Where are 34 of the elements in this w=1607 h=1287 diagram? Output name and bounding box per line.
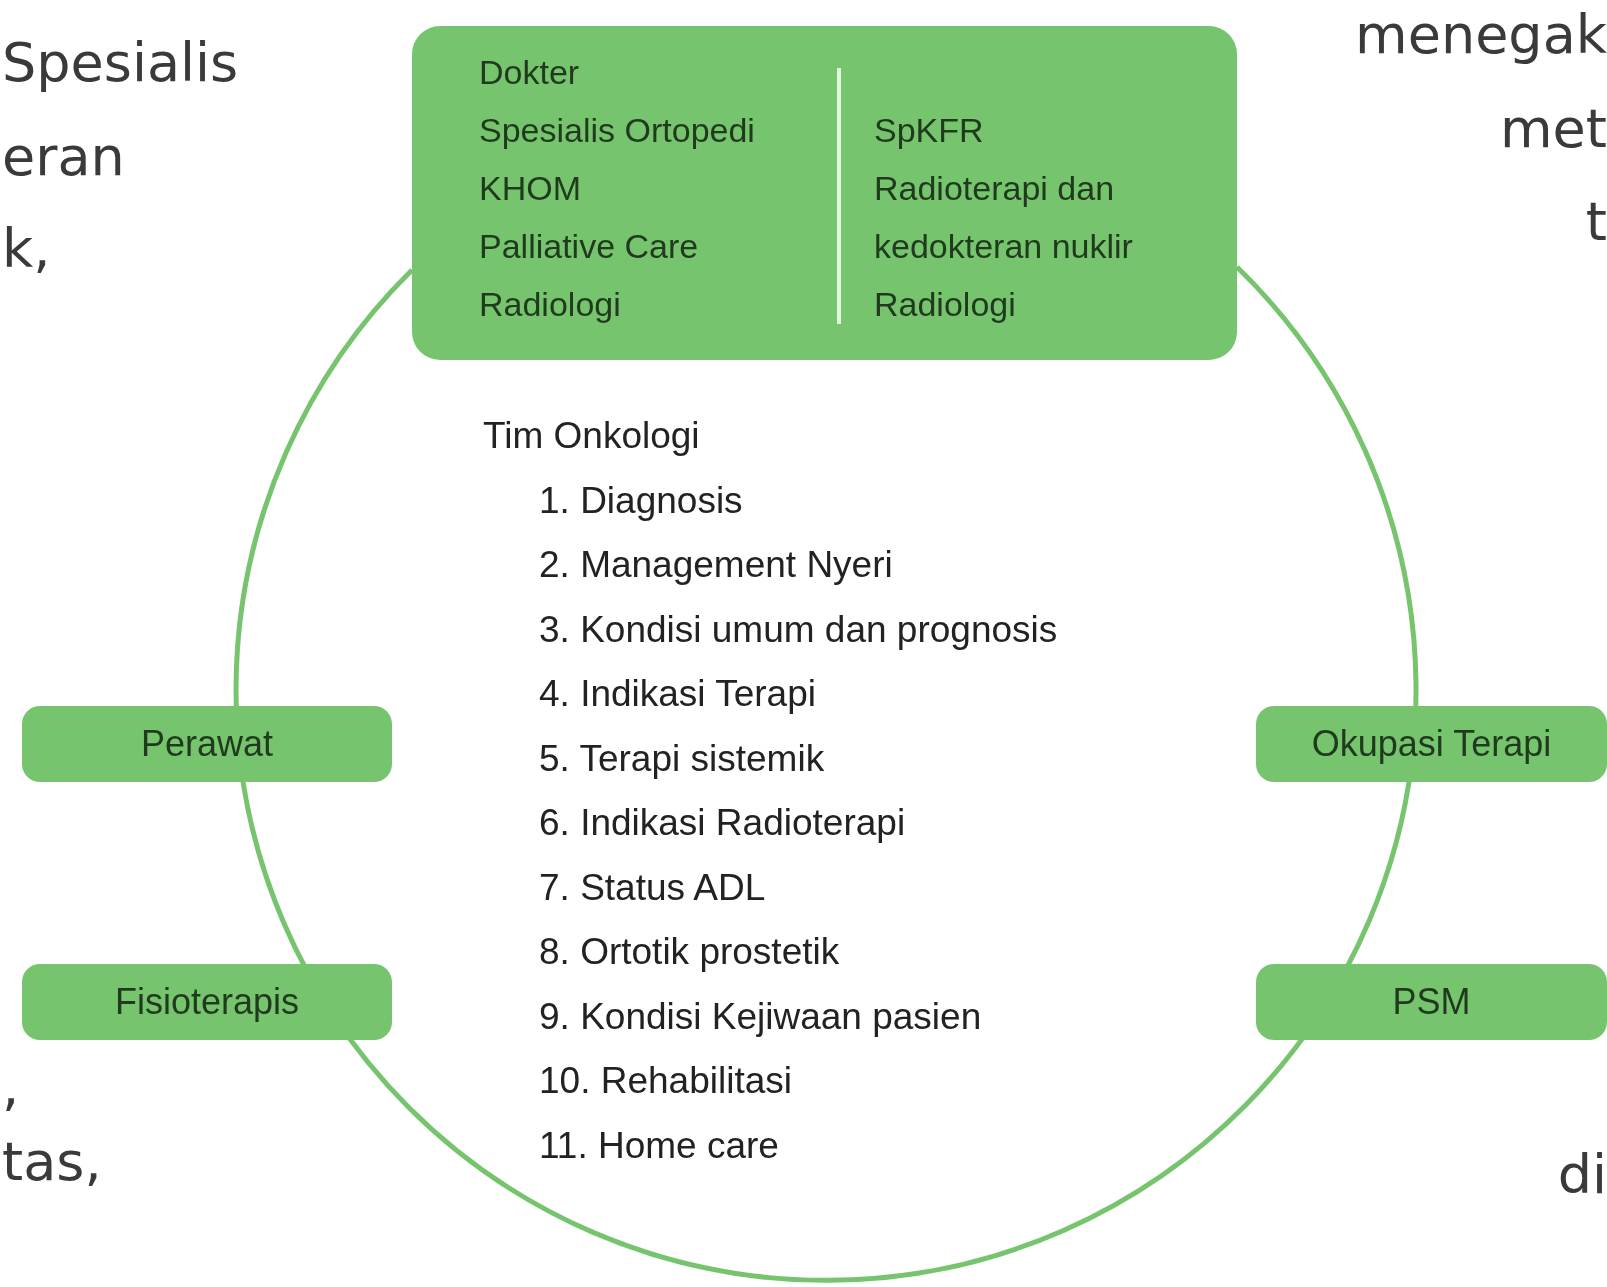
- role-box: PSM: [1256, 964, 1607, 1040]
- body-text-fragment: menegak: [1355, 8, 1607, 62]
- body-text-fragment: Spesialis: [2, 36, 239, 90]
- list-item: 10. Rehabilitasi: [539, 1060, 792, 1102]
- list-item: 1. Diagnosis: [539, 479, 743, 522]
- role-box: Fisioterapis: [22, 964, 392, 1040]
- team-heading: Tim Onkologi: [483, 415, 700, 457]
- specialist-text: Radioterapi dan kedokteran nuklir: [874, 168, 1134, 267]
- specialist-text: KHOM: [479, 168, 582, 209]
- list-item: 8. Ortotik prostetik: [539, 931, 840, 973]
- body-text-fragment: met: [1500, 102, 1607, 156]
- body-text-fragment: tas,: [2, 1135, 102, 1189]
- list-item: 3. Kondisi umum dan prognosis: [539, 608, 1058, 651]
- role-box: Okupasi Terapi: [1256, 706, 1607, 782]
- body-text-fragment: t: [1585, 195, 1607, 249]
- specialist-text: SpKFR: [874, 110, 985, 151]
- list-item: 7. Status ADL: [539, 866, 766, 909]
- body-text-fragment: eran: [2, 130, 125, 184]
- body-text-fragment: k,: [2, 222, 51, 276]
- specialist-text: Spesialis Ortopedi: [479, 110, 756, 151]
- list-item: 11. Home care: [539, 1124, 779, 1167]
- body-text-fragment: di: [1557, 1148, 1607, 1202]
- list-item: 5. Terapi sistemik: [539, 737, 825, 780]
- list-item: 6. Indikasi Radioterapi: [539, 802, 906, 844]
- list-item: 2. Management Nyeri: [539, 544, 893, 586]
- body-text-fragment: ,: [2, 1060, 20, 1114]
- specialist-text: Dokter: [479, 52, 581, 93]
- list-item: 9. Kondisi Kejiwaan pasien: [539, 995, 982, 1038]
- doctors-box: [412, 26, 1237, 360]
- specialist-text: Palliative Care: [479, 226, 700, 267]
- specialist-text: Radiologi: [479, 284, 622, 325]
- list-item: 4. Indikasi Terapi: [539, 673, 816, 715]
- specialist-text: Radiologi: [874, 284, 1017, 325]
- role-box: Perawat: [22, 706, 392, 782]
